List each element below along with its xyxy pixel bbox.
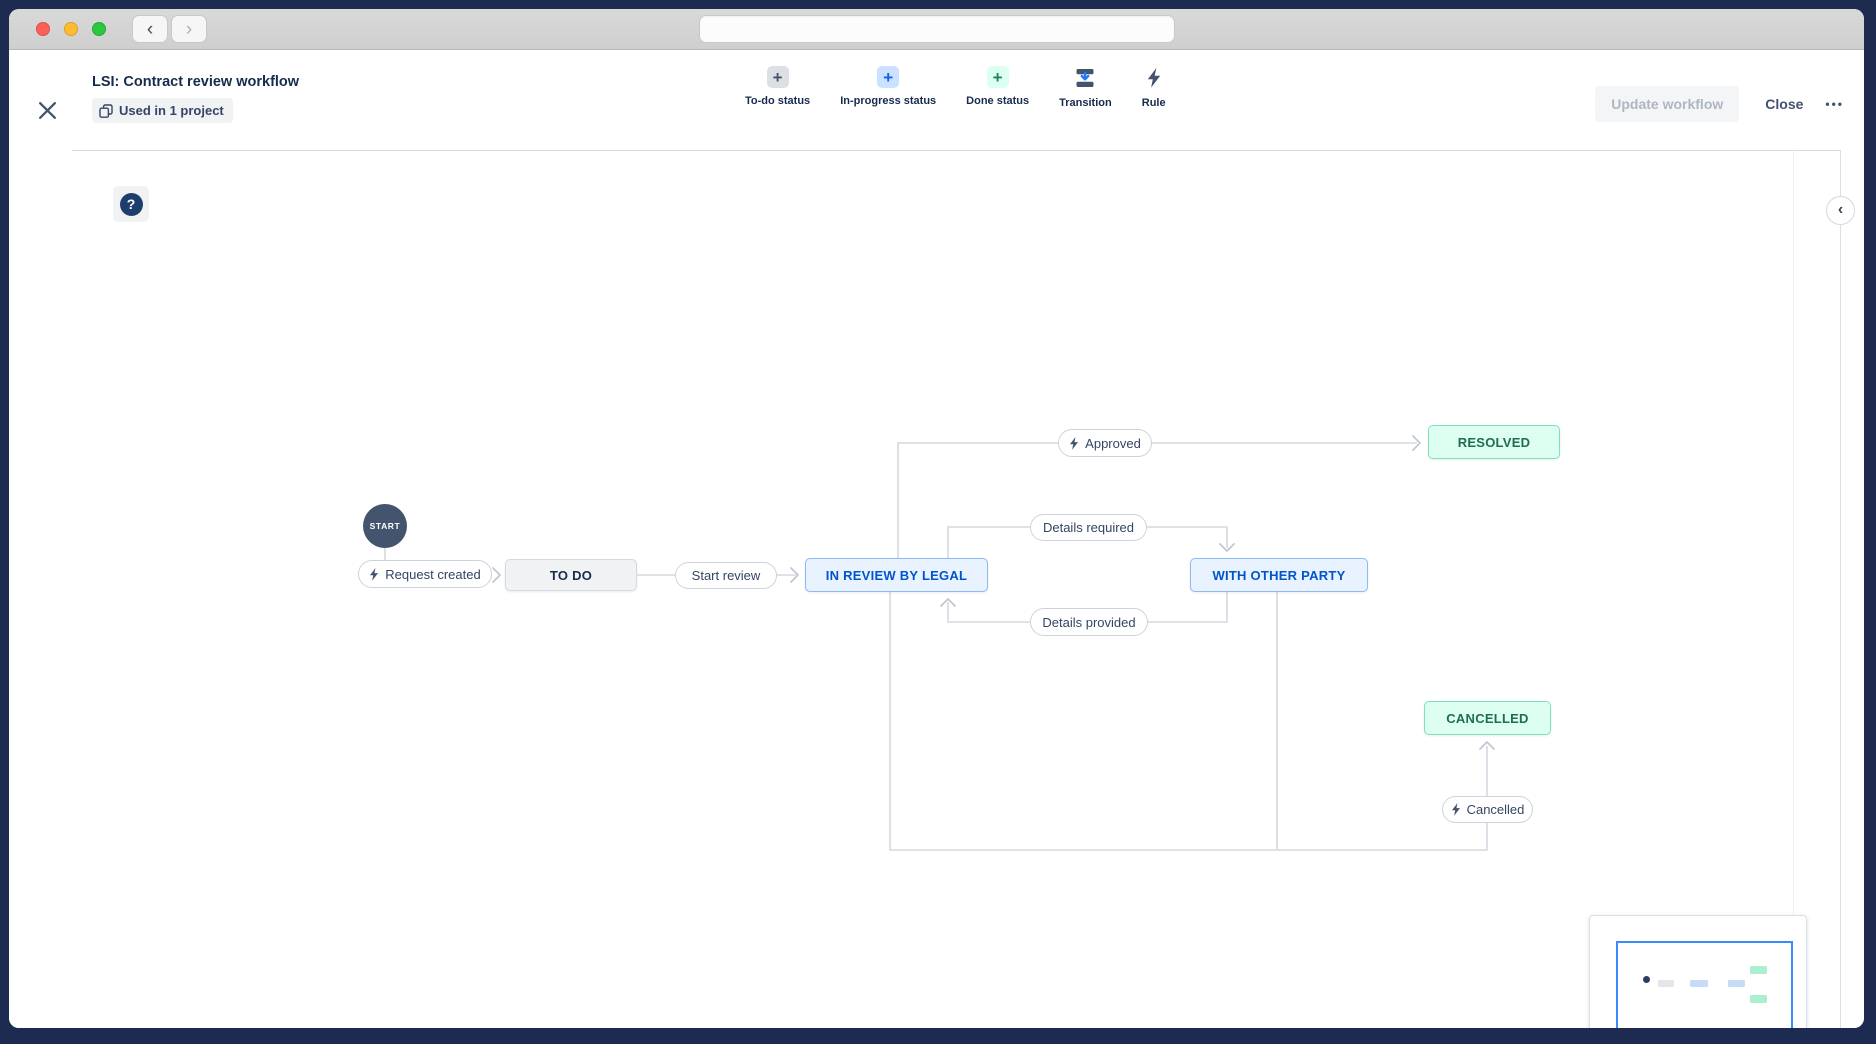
window-minimize-button[interactable] — [64, 22, 78, 36]
used-in-badge: Used in 1 project — [92, 98, 233, 123]
copy-icon — [99, 103, 113, 118]
workflow-canvas[interactable]: ‹ ? — [9, 150, 1864, 1028]
traffic-lights — [36, 22, 106, 36]
chevron-left-icon: ‹ — [1837, 200, 1844, 218]
minimap-cancelled-bar — [1750, 995, 1767, 1003]
start-node[interactable]: START — [363, 504, 407, 548]
transition-pill-start-review[interactable]: Start review — [675, 562, 777, 589]
transition-pill-details-provided[interactable]: Details provided — [1030, 608, 1148, 636]
rule-lightning-icon — [1451, 803, 1460, 816]
expand-panel-button[interactable]: ‹ — [1826, 196, 1855, 225]
browser-forward-button[interactable]: › — [171, 15, 207, 43]
used-in-label: Used in 1 project — [119, 103, 224, 118]
plus-icon: + — [986, 66, 1009, 88]
add-todo-status-button[interactable]: + To-do status — [745, 66, 811, 107]
address-bar[interactable] — [698, 15, 1175, 43]
minimap-with-other-party-bar — [1728, 980, 1745, 987]
close-icon — [38, 101, 56, 119]
editor-toolbar: + To-do status + In-progress status + Do… — [745, 66, 1166, 109]
plus-icon: + — [877, 66, 900, 88]
status-node-resolved[interactable]: RESOLVED — [1428, 425, 1560, 459]
window-zoom-button[interactable] — [92, 22, 106, 36]
browser-back-button[interactable]: ‹ — [132, 15, 168, 43]
minimap-viewport[interactable] — [1616, 941, 1793, 1028]
add-in-progress-status-button[interactable]: + In-progress status — [840, 66, 937, 107]
help-button[interactable]: ? — [113, 186, 149, 222]
header-divider — [72, 150, 1840, 151]
minimap-resolved-bar — [1750, 966, 1767, 974]
workflow-editor-header: LSI: Contract review workflow Used in 1 … — [9, 50, 1864, 150]
right-panel-divider — [1840, 150, 1841, 1028]
back-icon: ‹ — [146, 18, 154, 40]
close-editor-button[interactable] — [29, 92, 65, 128]
transition-pill-approved[interactable]: Approved — [1058, 429, 1152, 457]
add-transition-button[interactable]: Transition — [1059, 66, 1112, 109]
status-node-todo[interactable]: TO DO — [505, 559, 637, 591]
add-rule-button[interactable]: Rule — [1142, 66, 1166, 109]
window-close-button[interactable] — [36, 22, 50, 36]
minimap-start-dot — [1643, 976, 1650, 983]
rule-lightning-icon — [1070, 436, 1079, 450]
transition-pill-request-created[interactable]: Request created — [358, 560, 492, 588]
rule-lightning-icon — [370, 567, 379, 581]
workflow-title: LSI: Contract review workflow — [92, 74, 300, 90]
more-options-button[interactable]: ••• — [1825, 97, 1844, 111]
close-button[interactable]: Close — [1765, 96, 1804, 112]
transition-pill-cancelled[interactable]: Cancelled — [1442, 796, 1533, 823]
forward-icon: › — [185, 18, 193, 40]
window-titlebar: ‹ › — [9, 9, 1864, 50]
transition-icon — [1073, 66, 1097, 90]
status-node-in-review-by-legal[interactable]: IN REVIEW BY LEGAL — [805, 558, 988, 592]
add-done-status-button[interactable]: + Done status — [966, 66, 1030, 107]
plus-icon: + — [766, 66, 789, 88]
minimap-todo-bar — [1658, 980, 1674, 987]
update-workflow-button[interactable]: Update workflow — [1595, 86, 1740, 122]
right-panel-edge — [1793, 150, 1794, 1028]
lightning-icon — [1142, 66, 1166, 90]
status-node-cancelled[interactable]: CANCELLED — [1424, 701, 1551, 735]
transition-pill-details-required[interactable]: Details required — [1030, 514, 1147, 541]
minimap-in-review-bar — [1690, 980, 1708, 987]
minimap — [1589, 915, 1807, 1028]
status-node-with-other-party[interactable]: WITH OTHER PARTY — [1190, 558, 1368, 592]
browser-window: ‹ › LSI: Contract review workflow Used i… — [9, 9, 1864, 1028]
help-icon: ? — [119, 192, 143, 216]
